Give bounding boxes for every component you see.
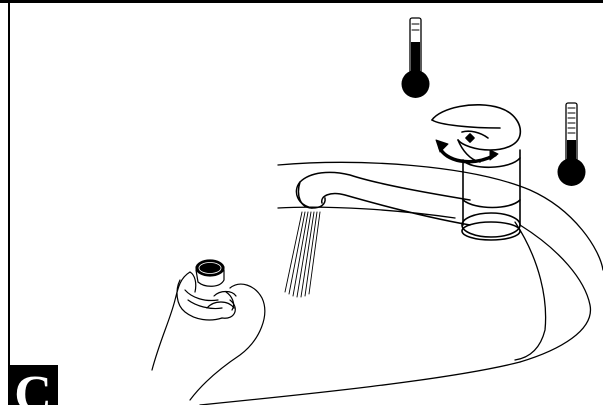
section-letter: C — [8, 365, 58, 405]
hands-with-aerator — [152, 260, 265, 400]
thermometer-cold-icon — [402, 18, 430, 98]
sink-basin — [200, 162, 603, 405]
rotation-arrow-icon — [436, 140, 498, 162]
thermometer-hot-icon — [558, 103, 586, 186]
faucet-body — [462, 150, 520, 240]
water-stream — [285, 212, 320, 297]
